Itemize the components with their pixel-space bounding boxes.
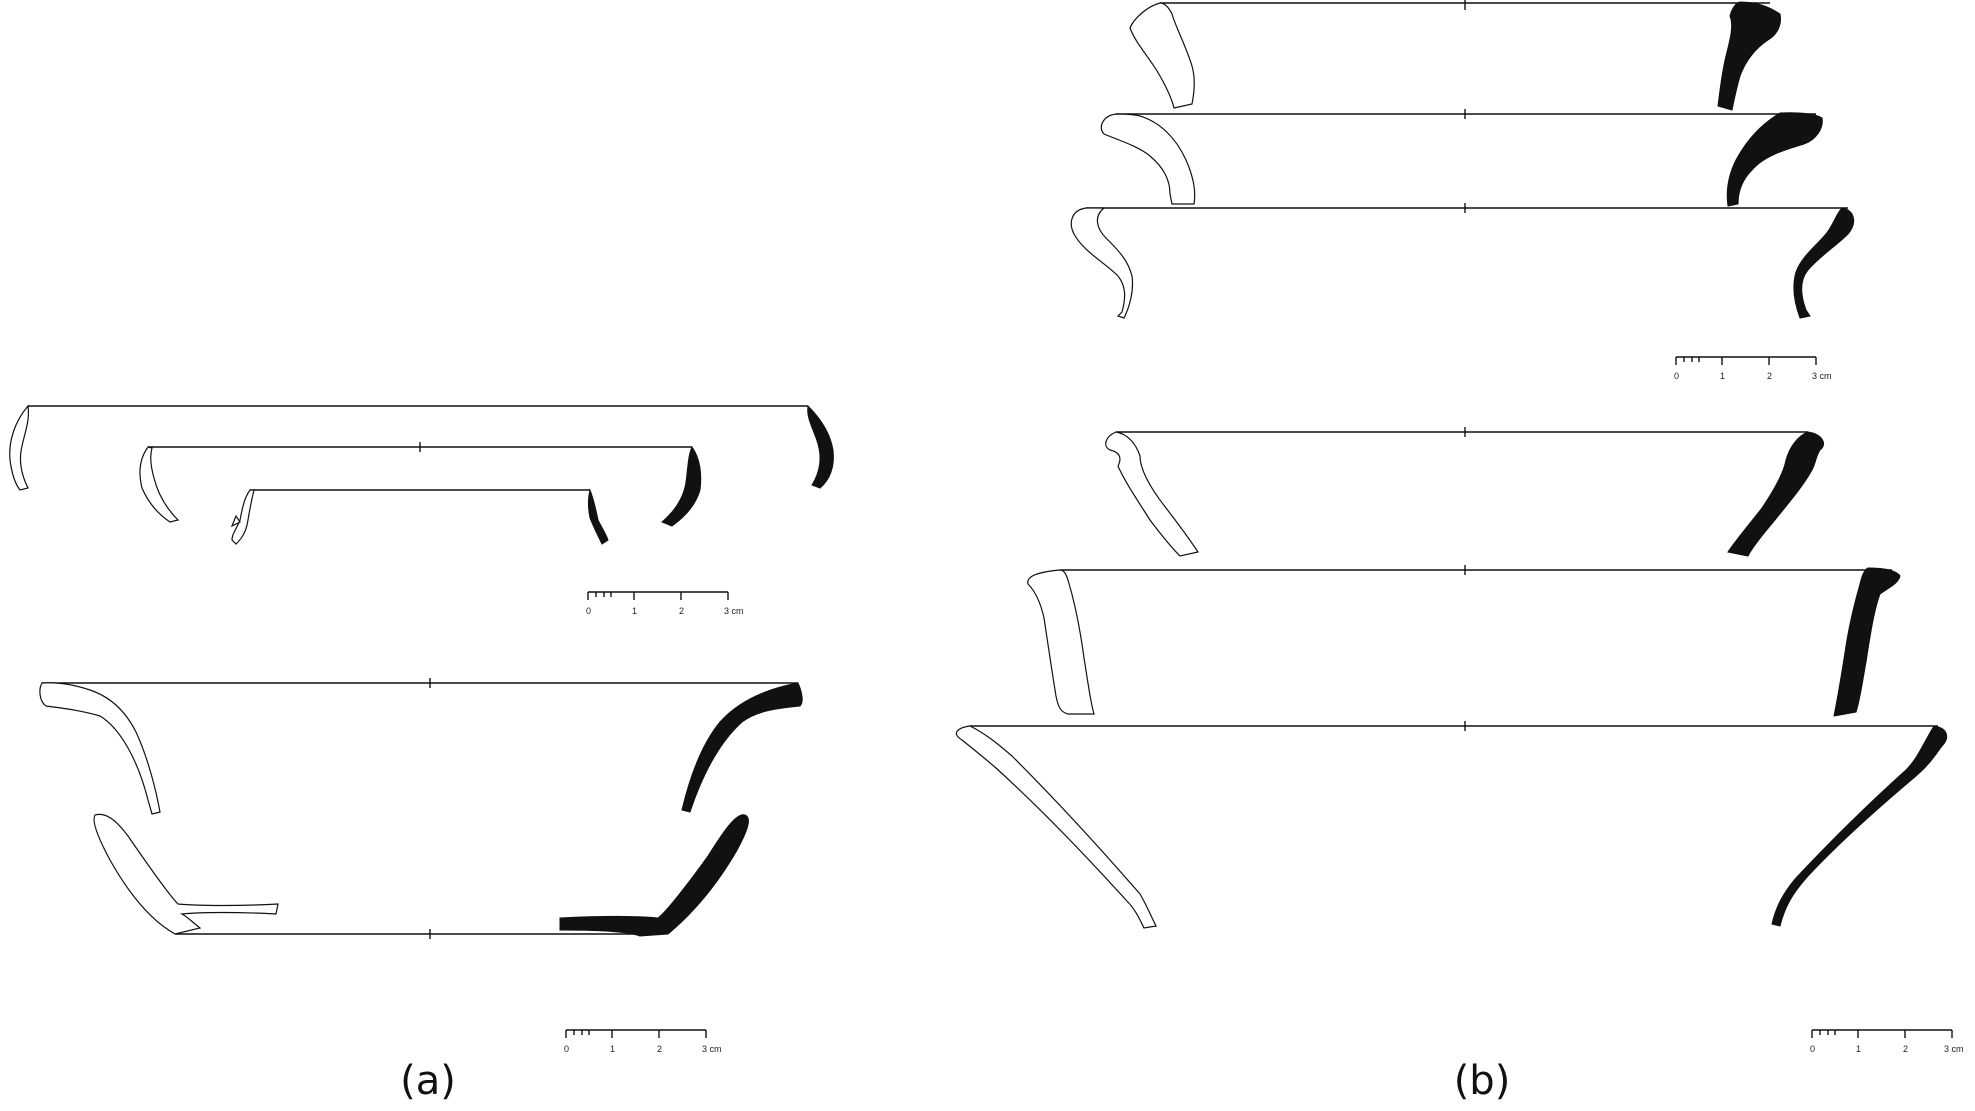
vessel-a4-profile bbox=[39, 678, 803, 815]
scale-tick-2: 2 bbox=[1767, 371, 1772, 381]
scale-bar-b-upper: 0 1 2 3 cm bbox=[1674, 356, 1832, 381]
vessel-a1-profile bbox=[9, 404, 834, 491]
scale-tick-0: 0 bbox=[564, 1044, 569, 1054]
scale-tick-3: 3 cm bbox=[1944, 1044, 1964, 1054]
scale-tick-1: 1 bbox=[610, 1044, 615, 1054]
scale-tick-1: 1 bbox=[1720, 371, 1725, 381]
scale-tick-2: 2 bbox=[1903, 1044, 1908, 1054]
scale-tick-2: 2 bbox=[657, 1044, 662, 1054]
scale-tick-3: 3 cm bbox=[1812, 371, 1832, 381]
scale-tick-3: 3 cm bbox=[702, 1044, 722, 1054]
scale-tick-2: 2 bbox=[679, 606, 684, 616]
panel-label-a: (a) bbox=[400, 1058, 456, 1104]
scale-bar-a-lower: 0 1 2 3 cm bbox=[564, 1029, 722, 1054]
vessel-b3-profile bbox=[1070, 203, 1855, 319]
scale-tick-0: 0 bbox=[586, 606, 591, 616]
scale-tick-0: 0 bbox=[1674, 371, 1679, 381]
panel-label-b: (b) bbox=[1453, 1058, 1511, 1104]
panel-b-drawings: 0 1 2 3 cm bbox=[955, 0, 1964, 1054]
vessel-b5-profile bbox=[1027, 565, 1901, 717]
scale-tick-1: 1 bbox=[632, 606, 637, 616]
panel-a-drawings: 0 1 2 3 cm 0 bbox=[9, 404, 834, 1054]
scale-bar-b-lower: 0 1 2 3 cm bbox=[1810, 1029, 1964, 1054]
scale-tick-3: 3 cm bbox=[724, 606, 744, 616]
vessel-a3-profile bbox=[230, 488, 609, 545]
vessel-b4-profile bbox=[1105, 427, 1824, 557]
scale-bar-a-upper: 0 1 2 3 cm bbox=[586, 591, 744, 616]
vessel-b6-profile bbox=[955, 721, 1948, 929]
scale-tick-1: 1 bbox=[1856, 1044, 1861, 1054]
vessel-a2-profile bbox=[139, 442, 702, 527]
scale-tick-0: 0 bbox=[1810, 1044, 1815, 1054]
vessel-a5-profile bbox=[93, 813, 749, 939]
vessel-b2-profile bbox=[1100, 109, 1823, 207]
vessel-b1-profile bbox=[1129, 0, 1781, 111]
